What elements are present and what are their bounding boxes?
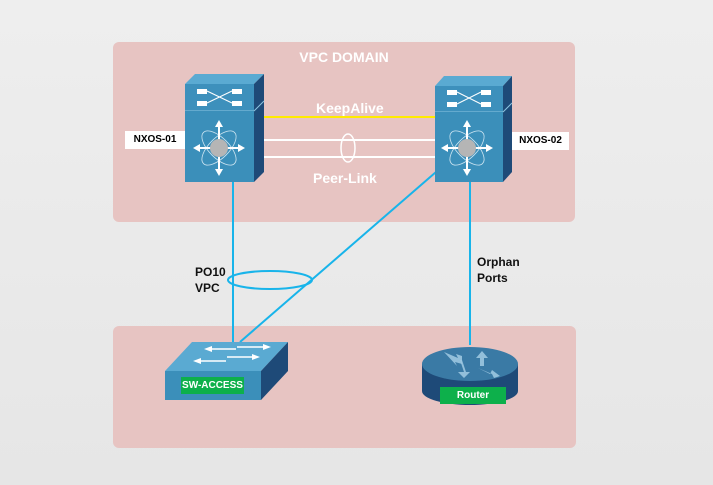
nxos02-switch-icon[interactable] bbox=[435, 76, 513, 182]
orphan-ports-label: Orphan Ports bbox=[477, 254, 520, 286]
sw-access-label: SW-ACCESS bbox=[181, 377, 244, 394]
po10-link-nxos02[interactable] bbox=[239, 171, 437, 343]
sw-access-switch-icon[interactable] bbox=[165, 342, 288, 400]
orphan-label-line2: Ports bbox=[477, 271, 508, 285]
orphan-label-line1: Orphan bbox=[477, 255, 520, 269]
peer-link-bundle-ring bbox=[340, 133, 356, 163]
po10-label: PO10 VPC bbox=[195, 264, 226, 296]
router-label: Router bbox=[440, 387, 506, 404]
vpc-domain-title: VPC DOMAIN bbox=[299, 49, 389, 65]
po10-label-line1: PO10 bbox=[195, 265, 226, 279]
keepalive-label: KeepAlive bbox=[316, 100, 384, 116]
po10-label-line2: VPC bbox=[195, 281, 220, 295]
nxos01-label: NXOS-01 bbox=[125, 131, 185, 149]
peer-link-label: Peer-Link bbox=[313, 170, 377, 186]
nxos02-label: NXOS-02 bbox=[512, 132, 569, 150]
nxos01-switch-icon[interactable] bbox=[185, 74, 265, 182]
po10-bundle-ring bbox=[227, 270, 313, 290]
